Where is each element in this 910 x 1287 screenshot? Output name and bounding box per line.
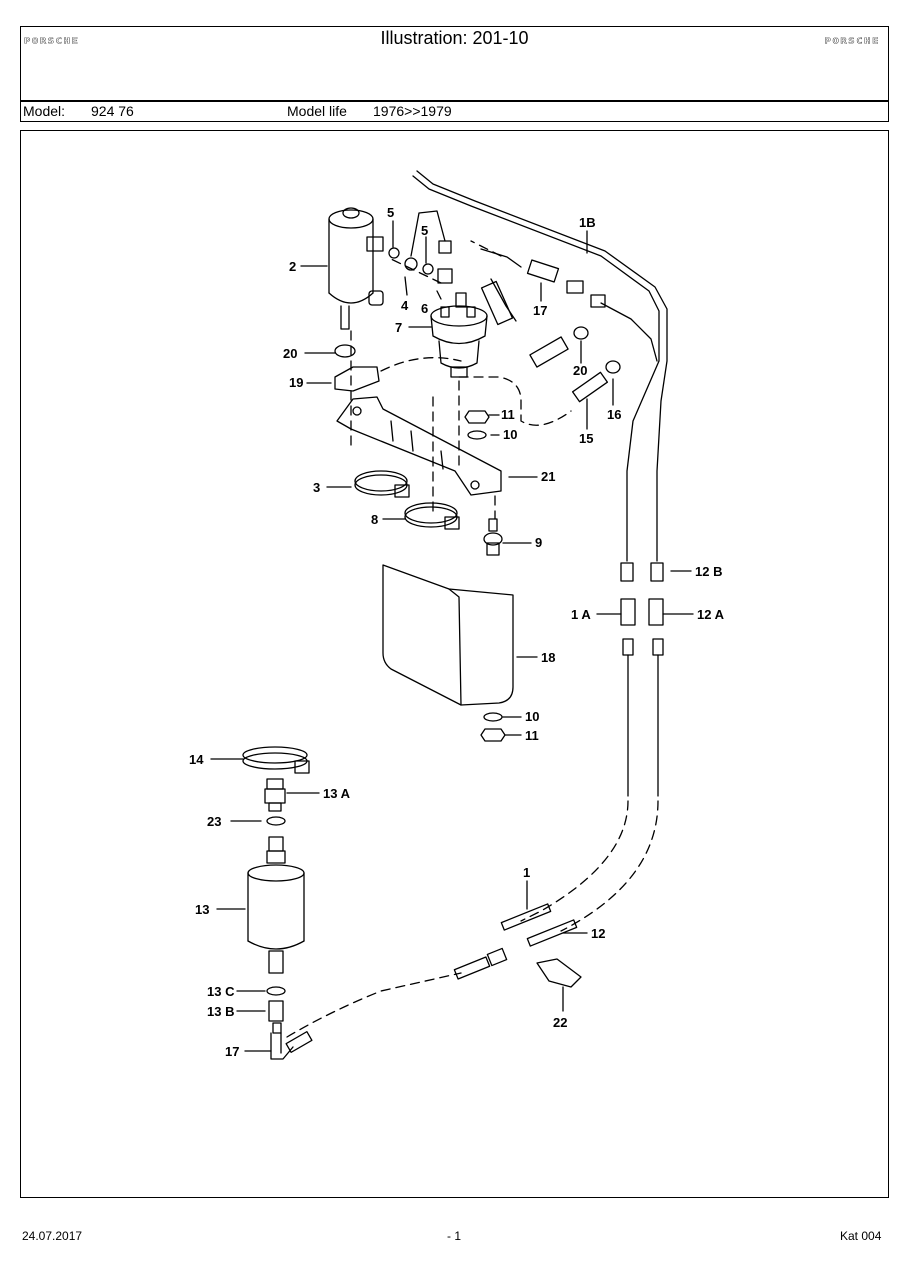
callout-1: 1: [523, 865, 530, 880]
header-divider: [21, 100, 888, 102]
callout-17b: 17: [225, 1044, 239, 1059]
callout-1a: 1 A: [571, 607, 591, 622]
footer-date: 24.07.2017: [22, 1229, 83, 1243]
callout-13a: 13 A: [323, 786, 351, 801]
callout-11b: 11: [525, 728, 539, 743]
callout-12b: 12 B: [695, 564, 722, 579]
pump-clamps: [354, 470, 460, 530]
callout-13: 13: [195, 902, 209, 917]
callout-9: 9: [535, 535, 542, 550]
callout-18: 18: [541, 650, 555, 665]
model-life-label: Model life: [287, 103, 347, 119]
porsche-logo-left: PORSCHE: [24, 36, 80, 46]
callout-2: 2: [289, 259, 296, 274]
parts-diagram: 2 5 5 4 6 1B 17 7 20 19 20 16 15 11 10 2…: [189, 170, 725, 1060]
callout-10b: 10: [525, 709, 539, 724]
hose-clips: [334, 326, 621, 374]
callout-5a: 5: [387, 205, 394, 220]
parts-diagram-frame: 2 5 5 4 6 1B 17 7 20 19 20 16 15 11 10 2…: [20, 130, 889, 1198]
fuel-pump: [328, 207, 384, 330]
callout-1b: 1B: [579, 215, 596, 230]
callout-17a: 17: [533, 303, 547, 318]
callout-7: 7: [395, 320, 402, 335]
callout-14: 14: [189, 752, 204, 767]
model-life-value: 1976>>1979: [373, 103, 452, 119]
illustration-header: PORSCHE Illustration: 201-10 PORSCHE Mod…: [20, 26, 889, 122]
lower-fuel-lines: [453, 903, 582, 988]
pressure-accumulator: [430, 292, 488, 378]
callout-13c: 13 C: [207, 984, 235, 999]
model-label: Model:: [23, 103, 66, 119]
callout-12a: 12 A: [697, 607, 725, 622]
callout-5b: 5: [421, 223, 428, 238]
porsche-logo-right: PORSCHE: [824, 36, 880, 46]
callout-20b: 20: [573, 363, 587, 378]
callout-15: 15: [579, 431, 593, 446]
callout-13b: 13 B: [207, 1004, 234, 1019]
callout-leaders: [210, 220, 694, 1052]
rubber-mount: [483, 518, 503, 556]
callout-16: 16: [607, 407, 621, 422]
fuel-filter-assembly: [242, 746, 313, 1060]
footer-page: - 1: [447, 1229, 462, 1243]
callout-20a: 20: [283, 346, 297, 361]
callout-23: 23: [207, 814, 221, 829]
illustration-title: Illustration: 201-10: [380, 28, 529, 48]
model-value: 924 76: [91, 103, 134, 119]
callout-21: 21: [541, 469, 555, 484]
callout-11a: 11: [501, 407, 515, 422]
callout-10a: 10: [503, 427, 517, 442]
banjo-fittings: [388, 210, 453, 284]
heat-shield: [382, 564, 514, 706]
callout-3: 3: [313, 480, 320, 495]
footer-catalog: Kat 004: [840, 1229, 882, 1243]
fuel-hoses: [334, 248, 609, 403]
callout-8: 8: [371, 512, 378, 527]
callout-19: 19: [289, 375, 303, 390]
fuel-line-1b: [412, 170, 668, 562]
nuts-and-washers: [464, 410, 506, 742]
callout-4: 4: [401, 298, 409, 313]
callout-22: 22: [553, 1015, 567, 1030]
callout-6: 6: [421, 301, 428, 316]
assembly-guide-lines: [286, 240, 659, 1038]
line-connectors: [620, 562, 664, 797]
callout-12: 12: [591, 926, 605, 941]
callout-labels: 2 5 5 4 6 1B 17 7 20 19 20 16 15 11 10 2…: [189, 205, 725, 1059]
mounting-bracket: [336, 396, 502, 496]
